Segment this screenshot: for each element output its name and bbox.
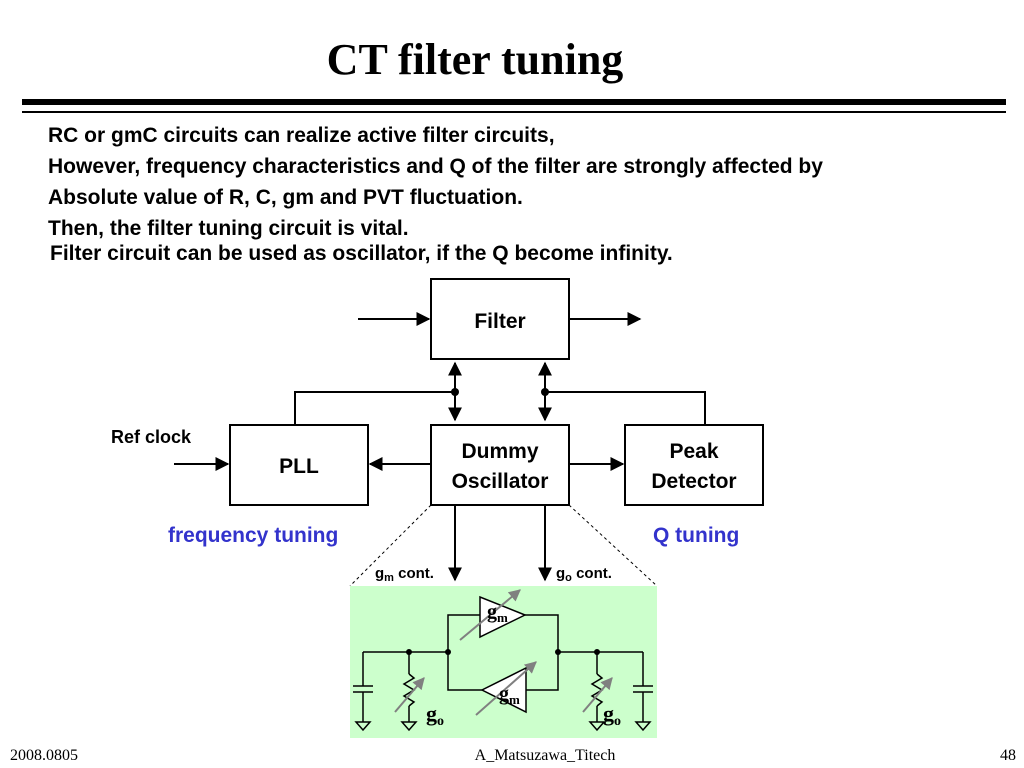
slide-title: CT filter tuning xyxy=(326,35,624,84)
peak-label-line2: Detector xyxy=(651,470,736,493)
gm-cont-label: gm cont. xyxy=(375,565,434,584)
gm-forward-label: gm xyxy=(487,601,508,625)
q-tuning-label: Q tuning xyxy=(653,524,739,547)
pll-feedback-wire xyxy=(294,391,455,425)
bullet-line-5: Filter circuit can be used as oscillator… xyxy=(50,242,673,265)
bus-junction-left xyxy=(451,388,459,396)
go-right-label: go xyxy=(603,701,621,729)
peak-label-line1: Peak xyxy=(669,440,718,463)
circuit-junctions xyxy=(406,649,600,655)
bus-junction-right xyxy=(541,388,549,396)
zoom-line-left xyxy=(349,504,432,587)
filter-label: Filter xyxy=(474,310,525,333)
bullet-line-3: Absolute value of R, C, gm and PVT fluct… xyxy=(48,186,523,209)
pll-label: PLL xyxy=(279,455,319,478)
go-cont-label: go cont. xyxy=(556,565,612,584)
go-left-label: go xyxy=(426,701,444,729)
pll-block xyxy=(229,424,369,506)
variable-arrows xyxy=(394,589,613,716)
dummy-label-line2: Oscillator xyxy=(452,470,549,493)
title-rule-thick xyxy=(22,99,1006,105)
frequency-tuning-label: frequency tuning xyxy=(168,524,338,547)
gm-feedback-label: gm xyxy=(499,683,520,707)
bullet-line-1: RC or gmC circuits can realize active fi… xyxy=(48,124,555,147)
filter-block xyxy=(430,278,570,360)
gmc-circuit xyxy=(353,595,653,732)
dummy-label-line1: Dummy xyxy=(461,440,538,463)
bullet-line-2: However, frequency characteristics and Q… xyxy=(48,155,823,178)
bullet-line-4: Then, the filter tuning circuit is vital… xyxy=(48,217,409,240)
zoom-line-right xyxy=(568,504,658,587)
footer-date: 2008.0805 xyxy=(10,747,78,764)
footer-page-number: 48 xyxy=(1000,747,1016,764)
footer-author: A_Matsuzawa_Titech xyxy=(474,747,616,764)
bullet-list: RC or gmC circuits can realize active fi… xyxy=(48,120,823,269)
dummy-oscillator-block xyxy=(430,424,570,506)
title-rule-thin xyxy=(22,111,1006,113)
peak-detector-block xyxy=(624,424,764,506)
ref-clock-label: Ref clock xyxy=(111,427,192,447)
peak-feedback-wire xyxy=(545,391,706,425)
